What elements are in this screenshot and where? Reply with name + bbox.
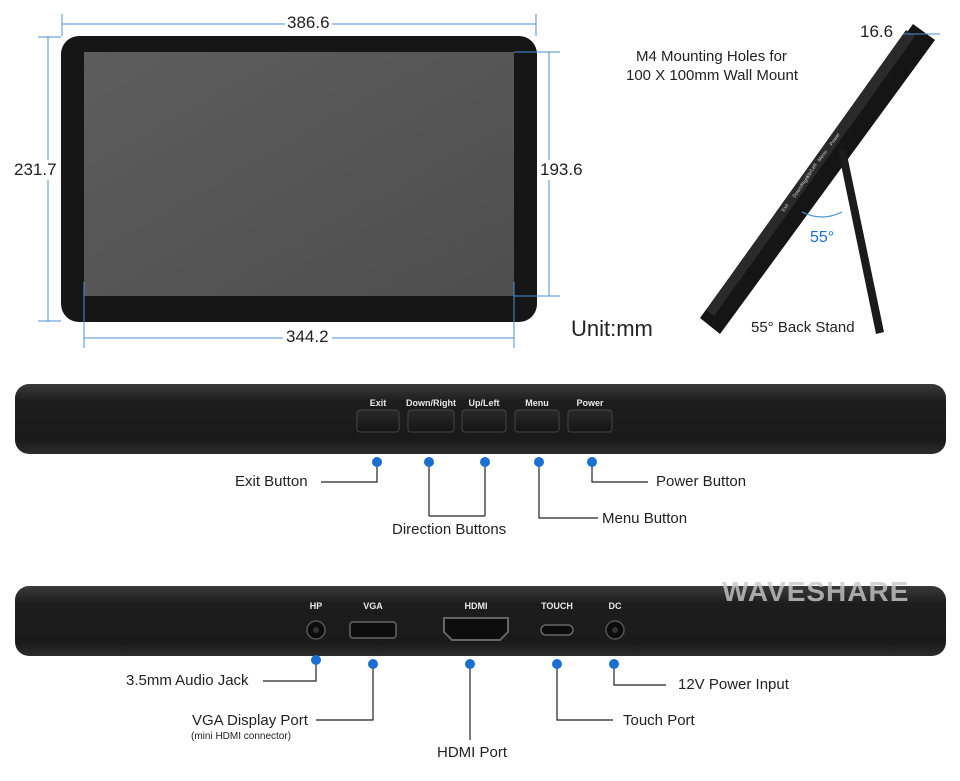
mount-note-line2: 100 X 100mm Wall Mount <box>626 67 799 84</box>
hdmi-port-callout: HDMI Port <box>437 744 508 761</box>
button-print-down-right: Down/Right <box>406 398 456 408</box>
port-print-vga: VGA <box>363 601 383 611</box>
width-bottom-label: 344.2 <box>283 327 332 347</box>
hdmi-port <box>443 617 509 641</box>
touch-port-callout: Touch Port <box>623 712 695 729</box>
thickness-label: 16.6 <box>860 22 894 41</box>
brand-watermark: WAVESHARE <box>722 576 910 607</box>
audio-jack-callout: 3.5mm Audio Jack <box>126 672 249 689</box>
height-left-label: 231.7 <box>14 160 57 180</box>
stand-label: 55° Back Stand <box>751 319 855 336</box>
side-monitor-body <box>700 24 935 334</box>
svg-text:Exit: Exit <box>781 202 791 213</box>
callout-dot <box>587 457 597 467</box>
top-callout-dots <box>372 457 597 467</box>
menu-button <box>514 409 560 433</box>
callout-dot <box>368 659 378 669</box>
unit-label: Unit:mm <box>571 316 653 341</box>
monitor-screen <box>84 52 514 296</box>
top-callout-lines <box>321 462 648 519</box>
mount-note-line1: M4 Mounting Holes for <box>636 48 787 65</box>
callout-dot <box>311 655 321 665</box>
angle-label: 55° <box>810 229 835 246</box>
exit-button-callout: Exit Button <box>235 473 308 490</box>
power-input-callout: 12V Power Input <box>678 676 789 693</box>
power-button-callout: Power Button <box>656 473 747 490</box>
vga-mini-hdmi-port <box>349 621 397 639</box>
direction-buttons-callout: Direction Buttons <box>392 521 507 538</box>
down-right-button <box>407 409 455 433</box>
menu-button-callout: Menu Button <box>602 510 688 527</box>
callout-dot <box>534 457 544 467</box>
callout-dot <box>465 659 475 669</box>
callout-dot <box>372 457 382 467</box>
button-print-exit: Exit <box>369 398 387 408</box>
exit-button <box>356 409 400 433</box>
vga-port-note: (mini HDMI connector) <box>191 731 292 742</box>
up-left-button <box>461 409 507 433</box>
button-print-menu: Menu <box>525 398 549 408</box>
port-print-hdmi: HDMI <box>464 601 488 611</box>
port-print-touch: TOUCH <box>541 601 573 611</box>
port-print-hp: HP <box>309 601 323 611</box>
callout-dot <box>609 659 619 669</box>
side-monitor-highlight <box>706 30 915 316</box>
bottom-edge-view <box>15 586 946 740</box>
touch-usb-port <box>540 624 574 636</box>
side-view: Exit Down/Right Up/Left Menu Power <box>700 24 940 334</box>
vga-port-callout: VGA Display Port <box>192 712 308 729</box>
bottom-callout-dots <box>311 655 619 669</box>
callout-dot <box>424 457 434 467</box>
button-print-up-left: Up/Left <box>468 398 500 408</box>
top-edge-view <box>15 384 946 519</box>
front-view <box>38 14 560 348</box>
button-print-power: Power <box>576 398 604 408</box>
callout-dot <box>480 457 490 467</box>
power-button <box>567 409 613 433</box>
height-right-label: 193.6 <box>538 160 585 180</box>
bottom-callout-lines <box>263 660 666 740</box>
back-stand <box>838 150 884 334</box>
angle-arc <box>801 211 843 218</box>
width-top-label: 386.6 <box>285 13 332 33</box>
callout-dot <box>552 659 562 669</box>
port-print-dc: DC <box>608 601 622 611</box>
